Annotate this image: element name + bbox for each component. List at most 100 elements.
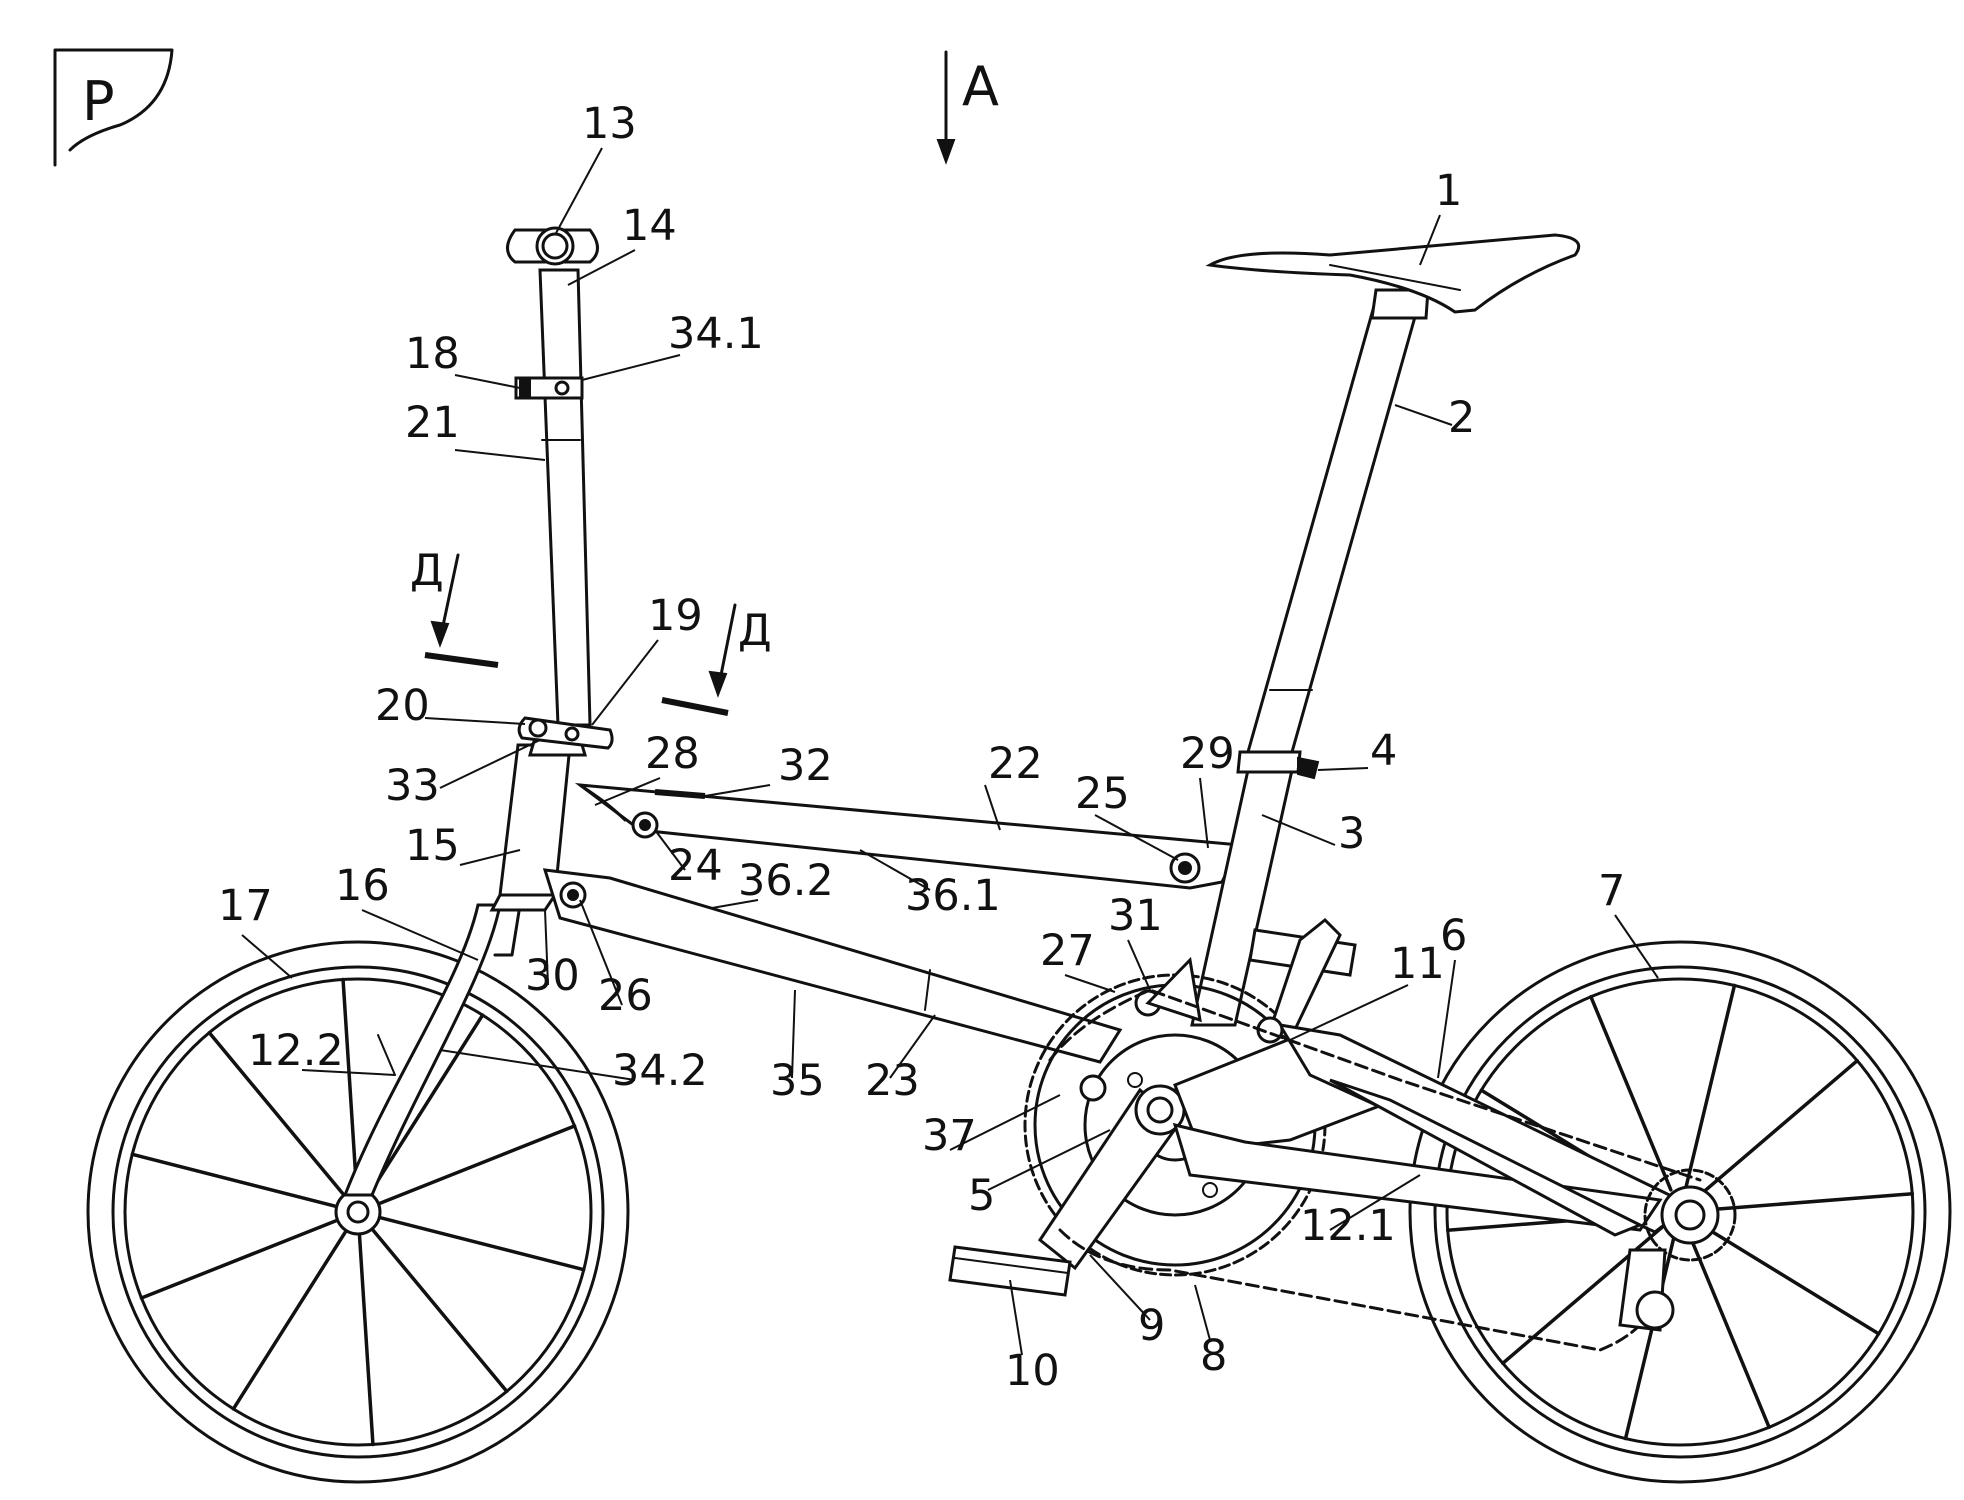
spoke [1687,1232,1771,1430]
leader-line [579,899,623,1006]
leader-line [1194,1284,1211,1341]
corner-mark: P [53,48,174,167]
leader-line [949,1094,1061,1151]
leader-line [1614,914,1659,979]
reference-label-14: 14 [622,201,677,251]
reference-label-12-2: 12.2 [248,1026,344,1076]
leader-line [1199,777,1209,849]
leader-line [654,829,686,871]
section-label-left: Д [410,546,444,596]
leader-line [567,249,636,286]
leader-line [859,849,931,891]
leader-line [554,147,603,236]
reference-label-33: 33 [385,761,440,811]
leader-line [241,934,293,979]
spoke [139,1219,338,1300]
leader-line [1127,939,1151,991]
reference-label-3: 3 [1338,809,1365,859]
reference-label-28: 28 [645,729,700,779]
leader-line [424,717,526,725]
saddle [1205,233,1581,314]
view-arrow-a: A [936,50,999,165]
main-frame-tube [542,868,1123,1064]
leader-line [454,374,521,389]
leader-line [889,1014,936,1079]
reference-label-30: 30 [525,951,580,1001]
spoke [231,1230,347,1411]
reference-label-11: 11 [1390,939,1445,989]
reference-label-26: 26 [598,971,653,1021]
reference-label-16: 16 [335,861,390,911]
reference-label-4: 4 [1370,726,1397,776]
spoke [371,1228,509,1394]
reference-label-13: 13 [582,99,637,149]
rear-pedal [1248,917,1357,1043]
leader-line [544,909,549,986]
leader-line [581,354,681,381]
upper-frame-tube [574,783,1243,890]
pedal [948,1245,1072,1297]
reference-label-23: 23 [865,1056,920,1106]
seatpost [1246,288,1430,754]
leader-line [594,777,661,806]
leader-lines [241,147,1659,1356]
rear-wheel [1408,940,1952,1484]
section-label-right: Д [738,606,772,656]
leader-line [711,899,759,909]
reference-label-34-1: 34.1 [668,309,764,359]
reference-label-17: 17 [218,881,273,931]
section-marker-right: Д [661,603,772,716]
reference-label-37: 37 [922,1111,977,1161]
leader-line [1419,214,1441,266]
spoke [1696,1058,1859,1199]
spoke [1623,1233,1677,1441]
leader-line [301,1069,396,1076]
reference-label-31: 31 [1108,891,1163,941]
reference-label-27: 27 [1040,926,1095,976]
rear-frame [1079,956,1720,1245]
leader-line [361,909,479,961]
reference-label-18: 18 [405,329,460,379]
reference-label-6: 6 [1440,911,1467,961]
crank-arm [1037,1084,1186,1271]
leader-line [1329,1174,1421,1231]
leader-line [459,849,521,866]
handlebar [506,226,599,266]
spoke [1589,994,1673,1192]
leader-line [1289,984,1409,1041]
leader-line [454,449,546,461]
spoke [1702,1192,1915,1212]
rear-derailleur [1618,1248,1675,1332]
leader-line [1089,1254,1151,1321]
leader-line [1317,767,1369,771]
reference-label-19: 19 [648,591,703,641]
reference-label-12-1: 12.1 [1300,1201,1396,1251]
reference-label-36-2: 36.2 [738,856,834,906]
leader-line [1094,814,1179,861]
reference-label-29: 29 [1180,729,1235,779]
leader-line [1261,814,1336,846]
spoke [378,1124,577,1205]
front-wheel [86,940,630,1484]
reference-label-8: 8 [1200,1331,1227,1381]
seat-tube [1190,750,1320,1027]
leader-line [791,989,796,1079]
reference-label-25: 25 [1075,769,1130,819]
reference-label-5: 5 [968,1171,995,1221]
spoke [1698,1222,1881,1336]
spoke [357,1234,375,1447]
head-tube [489,736,588,912]
reference-label-34-2: 34.2 [612,1046,708,1096]
spoke [130,1152,337,1208]
front-fork [342,903,522,1197]
reference-label-21: 21 [405,398,460,448]
leader-line [1437,959,1456,1079]
reference-label-24: 24 [668,841,723,891]
leader-line [439,1049,636,1081]
leader-line [439,739,541,789]
spoke [369,1013,485,1194]
spoke [207,1030,345,1196]
